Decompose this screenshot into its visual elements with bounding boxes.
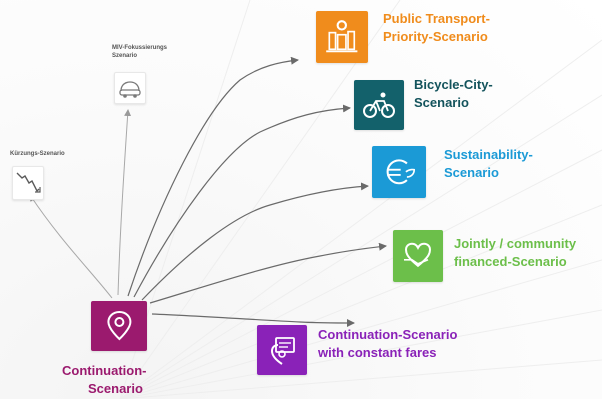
public-transport-label-line1: Public Transport- [383, 11, 490, 26]
public-transport-icon-box [316, 11, 368, 63]
arrow-jointly-financed [149, 242, 387, 304]
bicycle-city-label-line1: Bicycle-City- [414, 77, 493, 92]
kuerzung-label-line1: Kürzungs-Szenario [10, 151, 65, 157]
transit-city-icon [326, 20, 358, 53]
jointly-financed-label-line2: financed-Scenario [454, 254, 567, 269]
kuerzung-label: Kürzungs-Szenario [10, 150, 65, 158]
miv-label-line2: Szenario [112, 53, 138, 59]
arrow-kuerzung [29, 194, 113, 299]
arrow-bicycle-city [133, 104, 351, 298]
continuation-icon-box [91, 301, 147, 351]
arrow-sustainability [141, 182, 369, 301]
continuation-label-line2: Scenario [88, 381, 143, 396]
arrow-miv [117, 109, 132, 296]
continuation-label: Continuation- Scenario [62, 362, 146, 398]
jointly-financed-label-line1: Jointly / community [454, 236, 577, 251]
constant-fares-label-line1: Continuation-Scenario [318, 327, 458, 342]
bicycle-icon [363, 92, 395, 118]
continuation-label-line1: Continuation- [62, 363, 147, 378]
miv-label-line1: MIV-Fokussierungs [112, 45, 168, 51]
bicycle-city-icon-box [354, 80, 404, 130]
sustainability-icon-box [372, 146, 426, 198]
bicycle-city-label: Bicycle-City- Scenario [414, 76, 493, 112]
constant-fares-label: Continuation-Scenario with constant fare… [318, 326, 457, 362]
bicycle-city-label-line2: Scenario [414, 95, 469, 110]
location-pin-icon [106, 310, 131, 341]
heart-hand-icon [404, 242, 432, 268]
car-icon [119, 81, 141, 98]
euro-leaf-icon [387, 159, 416, 185]
sustainability-label: Sustainability- Scenario [444, 146, 533, 182]
public-transport-label-line2: Priority-Scenario [383, 29, 488, 44]
kuerzung-thumbnail [12, 166, 44, 200]
constant-fares-icon-box [257, 325, 307, 375]
public-transport-label: Public Transport- Priority-Scenario [383, 10, 490, 46]
sustainability-label-line2: Scenario [444, 165, 499, 180]
jointly-financed-label: Jointly / community financed-Scenario [454, 235, 576, 271]
miv-thumbnail [114, 72, 146, 104]
declining-chart-icon [16, 172, 41, 193]
miv-label: MIV-Fokussierungs Szenario [112, 44, 167, 60]
sustainability-label-line1: Sustainability- [444, 147, 533, 162]
arrow-constant-fares [151, 313, 355, 327]
arrow-public-transport [127, 56, 299, 297]
jointly-financed-icon-box [393, 230, 443, 282]
constant-fares-label-line2: with constant fares [318, 345, 437, 360]
fare-ticket-icon [270, 337, 295, 365]
